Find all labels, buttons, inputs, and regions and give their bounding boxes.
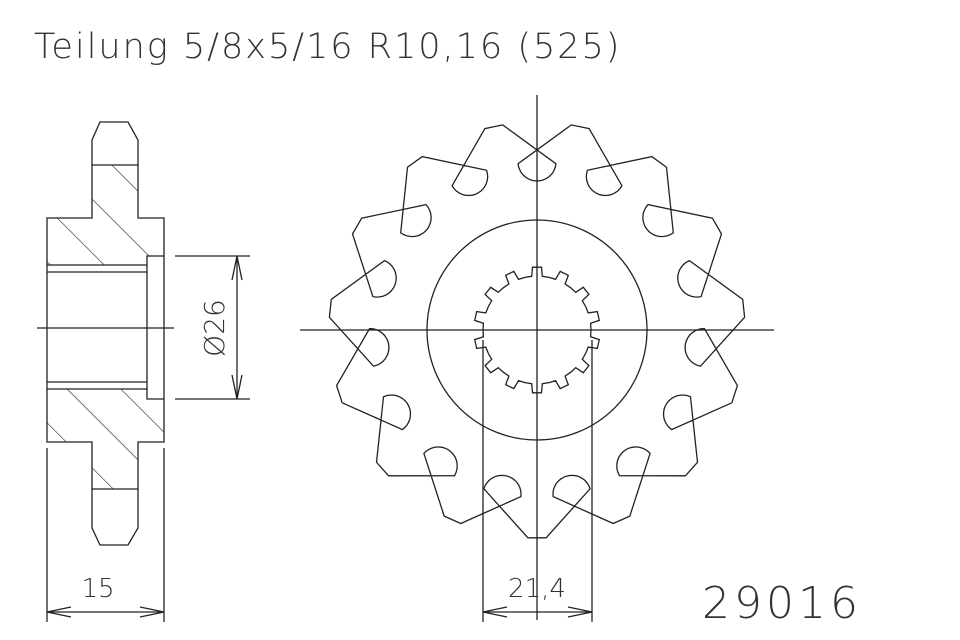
bore-dimension: Ø26 (175, 255, 250, 400)
side-outline (46, 121, 165, 546)
part-number: 29016 (702, 578, 862, 629)
drawing-title: Teilung 5/8x5/16 R10,16 (525) (34, 27, 621, 67)
hatched-section-top (47, 165, 164, 265)
hatched-section-bottom (47, 389, 164, 489)
front-view (300, 95, 774, 620)
width-label: 15 (81, 574, 114, 604)
bore-diameter-label: Ø26 (198, 299, 231, 357)
spline-width-label: 21,4 (508, 574, 566, 604)
spline-dimension: 21,4 (482, 340, 593, 622)
width-dimension: 15 (46, 448, 165, 622)
side-section-view (37, 121, 174, 546)
spline-bore (473, 266, 601, 394)
sprocket-outline (328, 124, 746, 539)
